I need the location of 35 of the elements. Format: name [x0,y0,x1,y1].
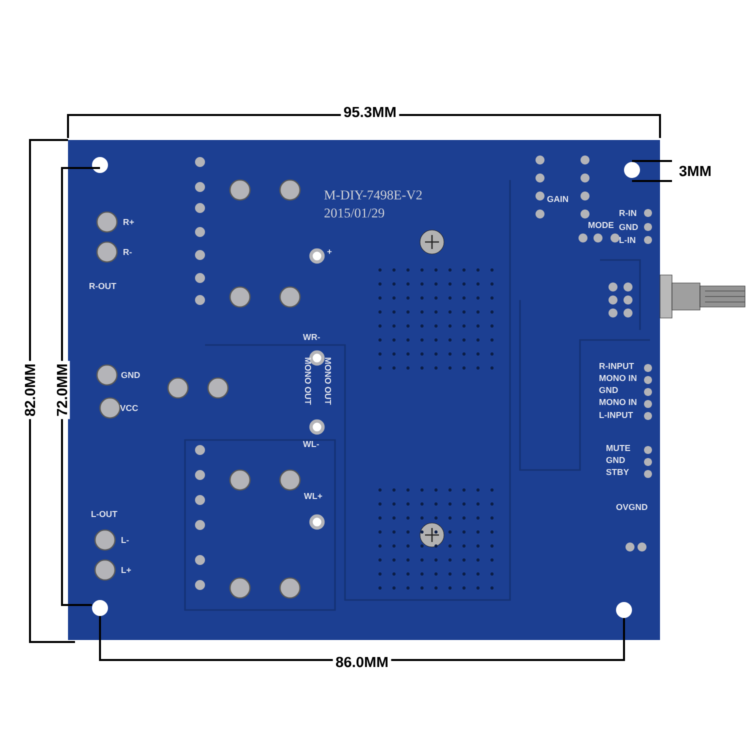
silkscreen-label: OVGND [616,504,648,510]
silkscreen-label: MONO OUT [304,358,312,405]
silkscreen-label: R+ [124,219,134,225]
silkscreen-label: + [327,249,332,254]
silkscreen-label: R-OUT [90,282,116,290]
silkscreen-label: GND [619,224,638,230]
dimension-label: 82.0MM [22,360,38,420]
silkscreen-text: M-DIY-7498E-V2 [324,190,422,200]
silkscreen-label: WR- [302,334,320,340]
silkscreen-label: GAIN [547,196,568,202]
dimension-label: 86.0MM [332,654,392,670]
silkscreen-label: L+ [122,567,131,573]
silkscreen-label: GND [606,456,625,464]
dimension-label: 72.0MM [54,360,70,420]
silkscreen-label: L-IN [620,237,636,243]
silkscreen-text: 2015/01/29 [324,208,384,218]
silkscreen-label: MONO OUT [324,358,332,405]
silkscreen-label: VCC [120,404,138,412]
silkscreen-label: GND [599,386,618,394]
dimension-label: 95.3MM [340,104,400,120]
silkscreen-label: L-OUT [92,510,118,518]
silkscreen-label: R-INPUT [600,362,634,370]
silkscreen-label: R-IN [620,210,636,216]
silkscreen-label: L-INPUT [600,412,633,418]
silkscreen-label: GND [121,372,140,378]
silkscreen-label: WL- [302,441,319,447]
silkscreen-label: MUTE [606,444,630,452]
silkscreen-label: MONO IN [600,374,636,382]
dimension-label: 3MM [676,163,714,179]
silkscreen-label: MODE [588,222,614,228]
silkscreen-label: STBY [606,468,629,476]
silkscreen-label: MONO IN [600,398,636,406]
silkscreen-label: R- [124,249,132,255]
silkscreen-label: L- [122,537,129,543]
silkscreen-label: WL+ [304,493,322,499]
